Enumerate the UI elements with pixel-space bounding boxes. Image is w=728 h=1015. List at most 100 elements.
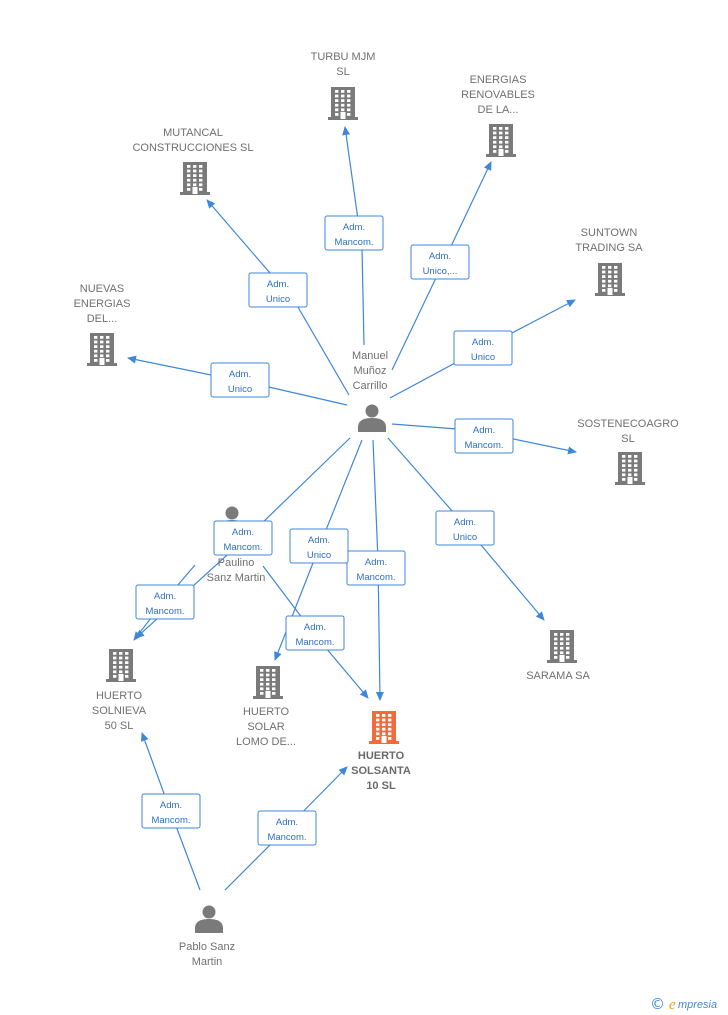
relation-label-text: Mancom. xyxy=(334,237,373,248)
node-label: HUERTO xyxy=(243,706,289,718)
node-label: TURBU MJM xyxy=(311,51,376,63)
relation-label[interactable]: Adm.Unico,... xyxy=(410,244,470,280)
relation-label-text: Mancom. xyxy=(464,440,503,451)
node-label: ENERGIAS xyxy=(470,74,527,86)
relation-label-text: Adm. xyxy=(229,369,251,380)
relation-label-text: Adm. xyxy=(160,800,182,811)
relation-label-box xyxy=(289,528,349,564)
relation-label[interactable]: Adm. Mancom. xyxy=(324,215,384,251)
relation-label-box xyxy=(324,215,384,251)
relation-label[interactable]: Adm. Unico xyxy=(289,528,349,564)
node-label: Pablo Sanz xyxy=(179,941,235,953)
relation-label[interactable]: Adm. Mancom. xyxy=(135,584,195,620)
node-label: RENOVABLES xyxy=(461,89,535,101)
relation-label[interactable]: Adm. Mancom. xyxy=(141,793,201,829)
relation-label-text: Adm. xyxy=(308,535,330,546)
relation-label-text: Mancom. xyxy=(145,606,184,617)
relation-label[interactable]: Adm.Unico xyxy=(435,510,495,546)
relation-label[interactable]: Adm.Unico xyxy=(453,330,513,366)
node-turbu[interactable]: TURBU MJM SL xyxy=(311,51,376,120)
relation-label-text: Adm. xyxy=(232,527,254,538)
relation-label-box xyxy=(410,244,470,280)
relation-label-box xyxy=(210,362,270,398)
relation-label-text: Adm. xyxy=(429,251,451,262)
relation-label-text: Mancom. xyxy=(151,815,190,826)
node-label: Martin xyxy=(192,956,223,968)
node-label: SOLSANTA xyxy=(351,765,411,777)
node-label: SL xyxy=(336,66,349,78)
node-label: HUERTO xyxy=(96,690,142,702)
brand-logo[interactable]: © e mpresia xyxy=(650,995,717,1013)
relation-label-text: Unico xyxy=(228,384,252,395)
node-label: DE LA... xyxy=(478,104,519,116)
brand-name: mpresia xyxy=(678,999,717,1011)
relation-label[interactable]: Adm.Mancom. xyxy=(257,810,317,846)
relation-labels-layer: Adm.Mancom.Adm.Unico,...Adm.UnicoAdm.Uni… xyxy=(135,215,514,846)
relation-label[interactable]: Adm. Unico xyxy=(248,272,308,308)
relation-label[interactable]: Adm. Mancom. xyxy=(285,615,345,651)
relation-label-box xyxy=(435,510,495,546)
relation-label-box xyxy=(257,810,317,846)
node-label: DEL... xyxy=(87,313,118,325)
relation-label-text: Mancom. xyxy=(223,542,262,553)
relation-label-box xyxy=(285,615,345,651)
node-sarama[interactable]: SARAMA SA xyxy=(526,630,590,682)
relation-label-text: Unico xyxy=(266,294,290,305)
building-icon xyxy=(87,333,117,366)
node-label: MUTANCAL xyxy=(163,127,223,139)
relation-label-text: Unico xyxy=(453,532,477,543)
relation-label[interactable]: Adm. Mancom. xyxy=(213,520,273,556)
node-label: SUNTOWN xyxy=(581,227,638,239)
relation-label-box xyxy=(454,418,514,454)
node-label: SARAMA SA xyxy=(526,670,590,682)
node-label: 10 SL xyxy=(366,780,396,792)
person-icon xyxy=(195,905,223,933)
building-icon xyxy=(615,452,645,485)
node-mutancal[interactable]: MUTANCAL CONSTRUCCIONES SL xyxy=(132,127,254,195)
building-icon xyxy=(106,649,136,682)
relation-label-text: Adm. xyxy=(343,222,365,233)
relation-label-text: Adm. xyxy=(304,622,326,633)
building-icon xyxy=(547,630,577,663)
building-icon xyxy=(180,162,210,195)
nodes-layer: TURBU MJM SL ENERGIAS RENOVABLES DE LA... MUT… xyxy=(74,51,680,968)
relation-label-box xyxy=(346,550,406,586)
building-icon xyxy=(595,263,625,296)
relation-label-text: Mancom. xyxy=(295,637,334,648)
relation-label-text: Adm. xyxy=(154,591,176,602)
relation-label-box xyxy=(248,272,308,308)
edge-manuel-to-energias xyxy=(391,161,492,371)
brand-initial: e xyxy=(669,997,676,1013)
building-icon xyxy=(253,666,283,699)
node-suntown[interactable]: SUNTOWN TRADING SA xyxy=(575,227,643,296)
node-label: TRADING SA xyxy=(575,242,643,254)
relation-label[interactable]: Adm.Mancom. xyxy=(454,418,514,454)
node-label: NUEVAS xyxy=(80,283,124,295)
building-icon xyxy=(486,124,516,157)
node-label: SL xyxy=(621,433,634,445)
copyright-icon: © xyxy=(650,995,665,1013)
relation-label-text: Unico xyxy=(471,352,495,363)
relation-label-text: Unico xyxy=(307,550,331,561)
node-label: SOLAR xyxy=(247,721,284,733)
relation-label-text: Mancom. xyxy=(356,572,395,583)
relation-label-box xyxy=(213,520,273,556)
relation-label[interactable]: Adm. Mancom. xyxy=(346,550,406,586)
node-energias[interactable]: ENERGIAS RENOVABLES DE LA... xyxy=(461,74,535,157)
person-icon xyxy=(358,404,386,432)
node-nuevas[interactable]: NUEVASENERGIASDEL... xyxy=(74,283,131,366)
relation-label-text: Adm. xyxy=(365,557,387,568)
relation-label[interactable]: Adm. Unico xyxy=(210,362,270,398)
relation-label-text: Adm. xyxy=(267,279,289,290)
node-label: CONSTRUCCIONES SL xyxy=(132,142,253,154)
node-label: 50 SL xyxy=(105,720,134,732)
node-label: Muñoz xyxy=(353,365,386,377)
relation-label-box xyxy=(135,584,195,620)
